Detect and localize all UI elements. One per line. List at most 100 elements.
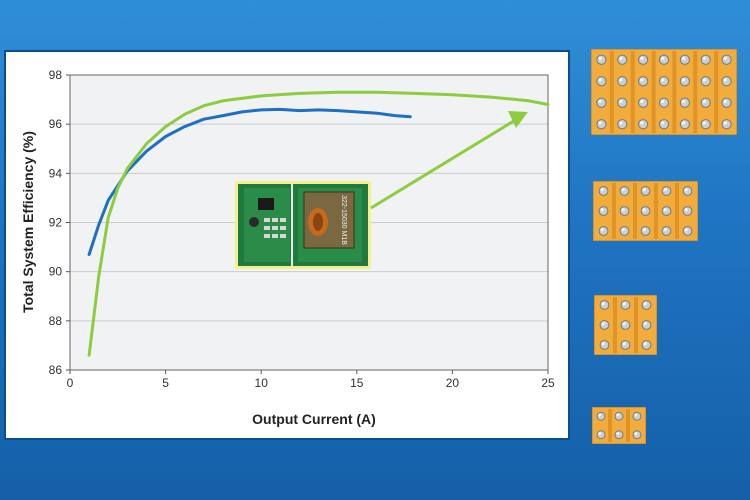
pointer-arrow-head bbox=[508, 111, 528, 128]
solder-bump bbox=[638, 119, 649, 130]
bump-highlight bbox=[598, 56, 602, 60]
x-axis-label: Output Current (A) bbox=[252, 411, 376, 427]
solder-bump bbox=[661, 226, 672, 236]
bump-highlight bbox=[642, 188, 646, 192]
y-tick-label: 92 bbox=[49, 216, 63, 230]
solder-bump bbox=[620, 340, 631, 350]
solder-bump bbox=[617, 97, 628, 108]
bump-highlight bbox=[619, 56, 623, 60]
bump-highlight bbox=[598, 432, 602, 435]
bump-highlight bbox=[601, 322, 605, 326]
x-tick-label: 10 bbox=[255, 376, 269, 390]
pcb-resistor bbox=[264, 226, 270, 230]
x-tick-label: 20 bbox=[446, 376, 460, 390]
bump-highlight bbox=[598, 121, 602, 125]
solder-bump bbox=[599, 320, 610, 330]
series-layer bbox=[87, 90, 550, 357]
chip-thumbnail-2 bbox=[593, 181, 698, 241]
chip-trace bbox=[693, 51, 698, 133]
pcb-resistor bbox=[264, 234, 270, 238]
solder-bump bbox=[638, 97, 649, 108]
solder-bump bbox=[617, 76, 628, 87]
solder-bump bbox=[658, 97, 670, 108]
solder-bump bbox=[700, 76, 711, 87]
chip-trace bbox=[608, 409, 612, 442]
solder-bump bbox=[682, 206, 693, 216]
y-tick-label: 86 bbox=[49, 363, 63, 377]
chip-trace bbox=[613, 297, 617, 353]
bump-highlight bbox=[616, 432, 620, 435]
bump-highlight bbox=[642, 228, 646, 232]
bump-highlight bbox=[601, 342, 605, 346]
bump-highlight bbox=[601, 302, 605, 306]
inset-board-image: 322-15030 M1B bbox=[235, 181, 371, 269]
solder-bump bbox=[638, 76, 649, 87]
bump-highlight bbox=[598, 78, 602, 82]
bump-highlight bbox=[622, 322, 626, 326]
bump-highlight bbox=[622, 302, 626, 306]
solder-bump bbox=[721, 97, 732, 108]
y-tick-label: 88 bbox=[49, 314, 63, 328]
bump-highlight bbox=[643, 322, 647, 326]
solder-bump bbox=[620, 320, 631, 330]
solder-bump bbox=[596, 54, 607, 65]
solder-bump bbox=[700, 97, 711, 108]
solder-bump bbox=[598, 206, 609, 216]
solder-bump bbox=[640, 206, 651, 216]
chip-trace bbox=[626, 409, 630, 442]
chip-trace bbox=[612, 183, 616, 239]
bump-highlight bbox=[619, 121, 623, 125]
solder-bump bbox=[641, 340, 652, 350]
solder-bump bbox=[596, 411, 606, 421]
solder-bump bbox=[682, 226, 693, 236]
bump-highlight bbox=[723, 99, 727, 103]
bump-highlight bbox=[663, 188, 667, 192]
solder-bump bbox=[641, 300, 652, 310]
bump-highlight bbox=[621, 228, 625, 232]
solder-bump bbox=[721, 54, 732, 65]
pcb-resistor bbox=[280, 226, 286, 230]
solder-bump bbox=[596, 76, 607, 87]
bump-highlight bbox=[621, 208, 625, 212]
solder-bump bbox=[620, 300, 631, 310]
bump-highlight bbox=[600, 188, 604, 192]
solder-bump bbox=[614, 430, 624, 440]
solder-bump bbox=[599, 340, 610, 350]
chip-thumbnail-1 bbox=[591, 49, 737, 135]
solder-bump bbox=[658, 119, 670, 130]
pcb-resistor bbox=[264, 218, 270, 222]
x-tick-label: 0 bbox=[67, 376, 74, 390]
pcb-resistor bbox=[272, 234, 278, 238]
chip-trace bbox=[651, 51, 656, 133]
pcb-ic bbox=[258, 198, 274, 210]
solder-bump bbox=[614, 411, 624, 421]
bump-highlight bbox=[702, 99, 706, 103]
solder-bump bbox=[598, 226, 609, 236]
solder-bump bbox=[661, 206, 672, 216]
solder-bump bbox=[596, 97, 607, 108]
solder-bump bbox=[599, 300, 610, 310]
bump-highlight bbox=[642, 208, 646, 212]
bump-highlight bbox=[684, 208, 688, 212]
bump-highlight bbox=[661, 56, 665, 60]
bump-highlight bbox=[640, 121, 644, 125]
solder-bump bbox=[700, 119, 711, 130]
solder-bump bbox=[682, 186, 693, 196]
solder-bump bbox=[598, 186, 609, 196]
bump-highlight bbox=[684, 188, 688, 192]
bump-highlight bbox=[681, 56, 686, 60]
bump-highlight bbox=[663, 228, 667, 232]
bump-highlight bbox=[619, 99, 623, 103]
chip-trace bbox=[634, 297, 638, 353]
solder-bump bbox=[632, 411, 642, 421]
chip-trace bbox=[714, 51, 719, 133]
solder-bump bbox=[596, 430, 606, 440]
solder-bump bbox=[617, 54, 628, 65]
bump-highlight bbox=[643, 342, 647, 346]
solder-bump bbox=[619, 186, 630, 196]
chip-trace bbox=[609, 51, 614, 133]
bump-highlight bbox=[598, 99, 602, 103]
solder-bump bbox=[619, 206, 630, 216]
bump-highlight bbox=[643, 302, 647, 306]
